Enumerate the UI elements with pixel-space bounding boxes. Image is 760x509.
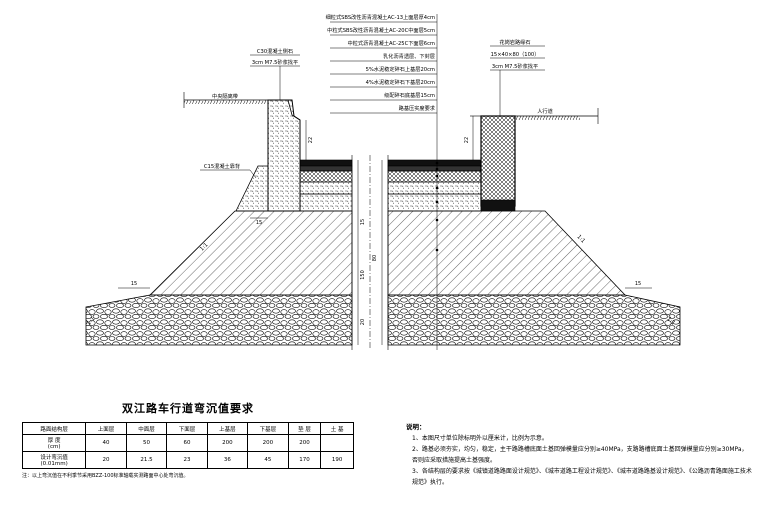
notes-heading: 说明： [406, 423, 426, 431]
median-label: 中央隔离带 [212, 92, 238, 100]
table-header: 上基层 [206, 422, 249, 435]
right-curb-height-dim: 22 [464, 137, 470, 143]
table-note: 注：以上弯沉值在不利季节采用BZZ-100标准轴载实测路面中心处弯沉值。 [22, 473, 189, 479]
deflection-table-block: 双江路车行道弯沉值要求 路面结构层 上面层 中面层 下面层 上基层 下基层 垫 … [21, 400, 354, 479]
table-cell [320, 434, 354, 452]
table-cell: 40 [85, 434, 127, 452]
left-pavement-dots [299, 181, 353, 195]
left-pavement-cross [299, 170, 353, 183]
table-cell: 190 [320, 451, 354, 469]
left-median-ground [184, 100, 268, 104]
right-subgrade [387, 210, 626, 296]
right-pavement-dark-2 [387, 165, 482, 172]
note-item: 3、各结构层的要求按《城镇道路路面设计规范》、《城市道路工程设计规范》、《城市道… [412, 468, 752, 486]
layer-label-6: 4%水泥稳定碎石下基层20cm [366, 78, 435, 86]
left-slope-label: 1:1 [199, 242, 210, 253]
road-cross-section-drawing: 细粒式SBS改性沥青混凝土AC-13上面层厚4cm 中粒式SBS改性沥青混凝土A… [85, 13, 681, 350]
left-stone-base [85, 294, 353, 346]
left-bottom-slope: 1:1 [86, 316, 97, 327]
table-header: 下基层 [247, 422, 289, 435]
deflection-table: 路面结构层 上面层 中面层 下面层 上基层 下基层 垫 层 土 基 厚 度 (c… [21, 422, 354, 469]
table-header: 路面结构层 [21, 422, 87, 435]
table-cell: 23 [166, 451, 208, 469]
table-cell: 36 [206, 451, 249, 469]
sidewalk-label: 人行道 [537, 107, 553, 115]
left-subgrade [149, 210, 353, 296]
left-berm-dim: 15 [131, 281, 137, 287]
table-cell: 50 [125, 434, 168, 452]
layer-label-5: 5%水泥稳定碎石上基层20cm [366, 65, 435, 73]
table-cell: 21.5 [125, 451, 168, 469]
right-curb-label: 花岗岩路缘石 [499, 38, 530, 46]
center-dim-lower: 20 [360, 319, 366, 325]
table-cell: 200 [206, 434, 249, 452]
right-pavement-cross [387, 170, 482, 183]
right-pavement-dark-1 [387, 159, 482, 167]
right-curb-bedding-label: 3cm M7.5砂浆找平 [492, 62, 538, 70]
center-dim-middle: 150 [360, 270, 366, 280]
right-slope-label: 1:1 [575, 234, 586, 245]
left-pavement-dark-2 [299, 165, 353, 172]
table-header: 上面层 [85, 422, 127, 435]
table-header-row: 路面结构层 上面层 中面层 下面层 上基层 下基层 垫 层 土 基 [21, 422, 354, 435]
back-support-label: C15混凝土靠背 [204, 162, 240, 170]
left-curb-label: C30混凝土侧石 [257, 47, 293, 55]
table-cell: 170 [287, 451, 322, 469]
table-header: 下面层 [166, 422, 208, 435]
right-curb [480, 115, 516, 207]
table-cell: 60 [166, 434, 208, 452]
layer-label-1: 细粒式SBS改性沥青混凝土AC-13上面层厚4cm [326, 13, 435, 21]
table-cell: 200 [247, 434, 289, 452]
right-stone-base [387, 294, 681, 346]
right-subbase-layer [387, 193, 482, 212]
table-cell: 20 [85, 451, 127, 469]
right-sidewalk [515, 116, 580, 120]
note-item: 1、本图尺寸单位除标明外以厘米计，比例为示意。 [412, 435, 548, 442]
design-notes: 说明： 1、本图尺寸单位除标明外以厘米计，比例为示意。 2、路基必须夯实，均匀，… [406, 422, 752, 488]
layer-label-3: 中粒式沥青混凝土AC-25C下面层6cm [348, 39, 435, 47]
right-pavement-dots [387, 181, 482, 195]
table-header: 土 基 [320, 422, 354, 435]
left-curb-height-dim: 22 [308, 137, 314, 143]
table-cell: 45 [247, 451, 289, 469]
table-cell: 设计弯沉值 (0.01mm) [21, 451, 87, 469]
left-subbase-layer [299, 193, 353, 212]
left-curb-width-dim: 15 [256, 220, 262, 226]
layer-label-2: 中粒式SBS改性沥青混凝土AC-20C中面层5cm [327, 26, 435, 34]
table-row: 厚 度 (cm) 40 50 60 200 200 200 [21, 434, 354, 452]
table-cell: 厚 度 (cm) [21, 434, 87, 452]
layer-label-7: 级配碎石底基层15cm [384, 91, 435, 99]
center-dim-total: 80 [372, 255, 378, 261]
right-berm-dim: 15 [635, 281, 641, 287]
right-curb-size-label: 15×40×80（100） [491, 51, 540, 58]
table-cell: 200 [287, 434, 322, 452]
left-pavement-dark-1 [299, 159, 353, 167]
right-bottom-slope: 1:1 [665, 316, 676, 327]
note-item: 2、路基必须夯实，均匀，稳定，主干路路槽底面土基回弹模量应分别≥40MPa，支路… [412, 446, 748, 464]
table-header: 中面层 [125, 422, 168, 435]
layer-label-4: 乳化沥青透层、下封层 [383, 52, 435, 60]
table-row: 设计弯沉值 (0.01mm) 20 21.5 23 36 45 170 190 [21, 451, 354, 469]
layer-label-8: 路基压实度要求 [399, 104, 436, 112]
table-header: 垫 层 [287, 422, 322, 435]
table-title: 双江路车行道弯沉值要求 [122, 402, 254, 415]
left-curb-bedding-label: 3cm M7.5砂浆找平 [252, 58, 298, 66]
center-dim-upper: 15 [360, 219, 366, 225]
